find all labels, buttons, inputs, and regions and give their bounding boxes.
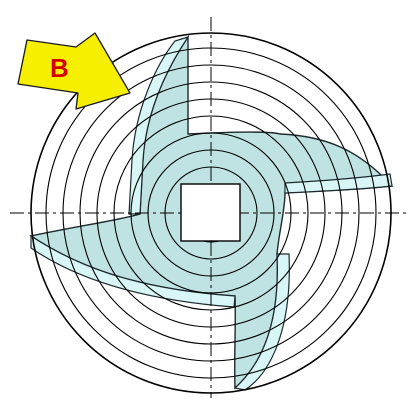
square-center-hole [180,183,241,242]
center-lines [10,17,408,398]
arrow-b-label: B [50,53,69,83]
arrow-b: B [17,32,131,110]
arrow-b-shape [17,32,131,110]
blade-edge-top [128,35,190,215]
